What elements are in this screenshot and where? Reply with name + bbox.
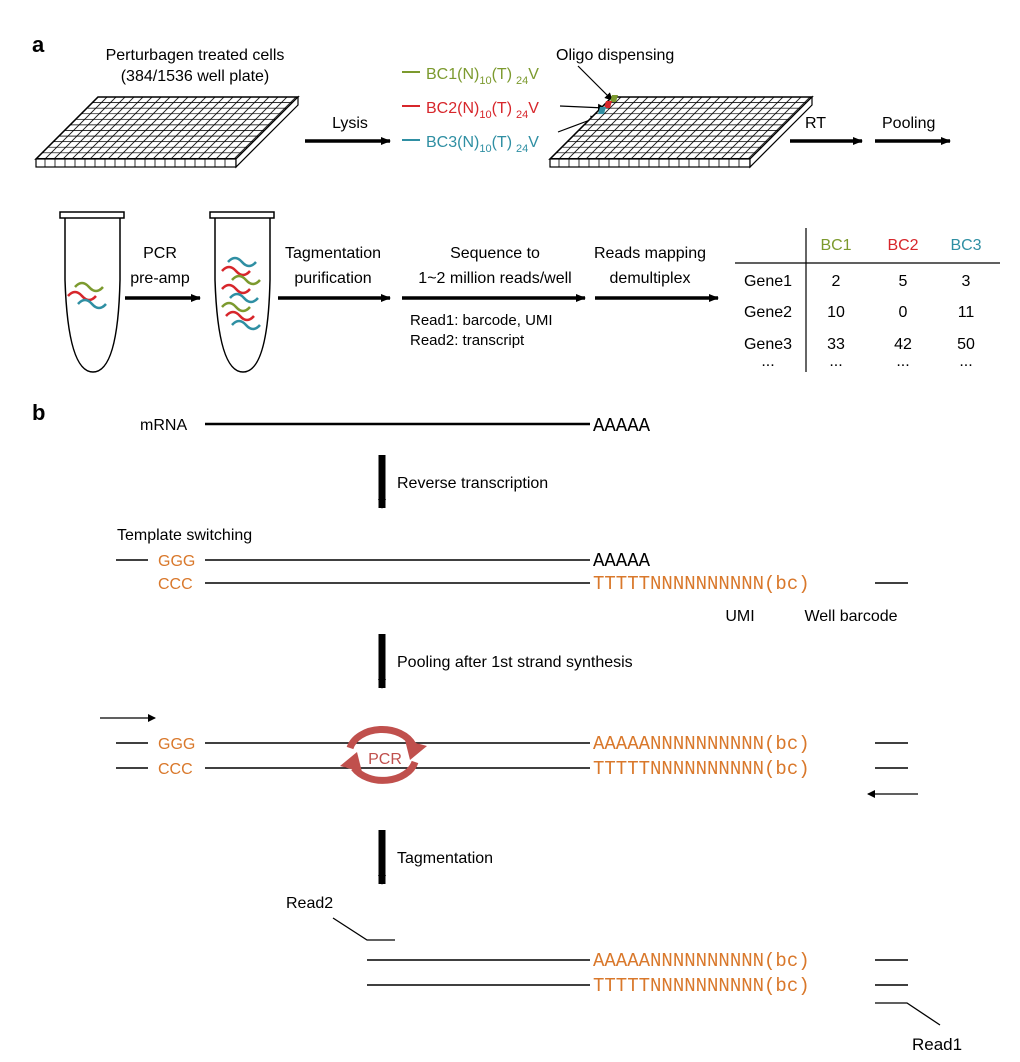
table-header-bc3: BC3 — [950, 237, 981, 254]
dispense-arrow-2 — [559, 103, 606, 112]
table-cell: 0 — [899, 304, 908, 321]
amp-top-tail: AAAAANNNNNNNNNN(bc) — [593, 733, 810, 755]
plate-title-1: Perturbagen treated cells — [106, 47, 285, 64]
amp-ggg-label: GGG — [158, 736, 195, 753]
pre-amp-label: pre-amp — [130, 270, 190, 287]
tagmentation-label: Tagmentation — [285, 245, 381, 262]
oligo-bc2: BC2(N)10(T)24V — [402, 100, 539, 121]
amp-bottom-tail: TTTTTNNNNNNNNNN(bc) — [593, 758, 810, 780]
first-strand-tail: TTTTTNNNNNNNNNN(bc) — [593, 573, 810, 595]
table-header-bc1: BC1 — [820, 237, 851, 254]
tag-top-tail: AAAAANNNNNNNNNN(bc) — [593, 950, 810, 972]
svg-text:BC2(N)10(T)24V: BC2(N)10(T)24V — [426, 100, 539, 121]
dispense-arrow-1 — [577, 65, 613, 101]
well-plate-1 — [34, 95, 300, 169]
table-cell: 42 — [894, 336, 912, 353]
read1-line — [875, 1002, 941, 1026]
ccc-label: CCC — [158, 576, 193, 593]
table-cell: 5 — [899, 273, 908, 290]
table-row-gene2-label: Gene2 — [744, 304, 792, 321]
pcr-cycle-icon — [340, 726, 427, 784]
read2-line — [332, 917, 395, 941]
tube-2 — [209, 211, 275, 373]
table-cell: 10 — [827, 304, 845, 321]
table-ellipsis: ... — [761, 353, 774, 370]
pcr-cycle-label: PCR — [368, 751, 402, 768]
table-cell: 3 — [962, 273, 971, 290]
read1-note: Read1: barcode, UMI — [410, 312, 553, 329]
sequence-label-1: Sequence to — [450, 245, 540, 262]
table-cell: 33 — [827, 336, 845, 353]
table-cell: 2 — [832, 273, 841, 290]
oligo-bc1: BC1(N)10(T)24V — [402, 66, 539, 87]
pool-step-label: Pooling after 1st strand synthesis — [397, 654, 633, 671]
svg-text:BC1(N)10(T)24V: BC1(N)10(T)24V — [426, 66, 539, 87]
table-ellipsis: ... — [829, 353, 842, 370]
panel-label-a: a — [32, 32, 45, 57]
well-plate-2 — [548, 95, 814, 169]
template-switching-label: Template switching — [117, 527, 252, 544]
ggg-label: GGG — [158, 553, 195, 570]
mrna-label: mRNA — [140, 417, 187, 434]
polya-2: AAAAA — [593, 550, 651, 572]
table-header-bc2: BC2 — [887, 237, 918, 254]
pooling-label: Pooling — [882, 115, 935, 132]
plate-title-2: (384/1536 well plate) — [121, 68, 270, 85]
read1-label: Read1 — [912, 1035, 962, 1054]
oligo-bc3: BC3(N)10(T)24V — [402, 134, 539, 155]
panel-label-b: b — [32, 400, 45, 425]
table-ellipsis: ... — [896, 353, 909, 370]
read2-note: Read2: transcript — [410, 332, 525, 349]
table-row-gene3-label: Gene3 — [744, 336, 792, 353]
tag-step-label: Tagmentation — [397, 850, 493, 867]
demultiplex-label: demultiplex — [610, 270, 691, 287]
table-ellipsis: ... — [959, 353, 972, 370]
table-cell: 11 — [958, 304, 975, 321]
rt-label: RT — [805, 115, 826, 132]
read2-label: Read2 — [286, 895, 333, 912]
rt-step-label: Reverse transcription — [397, 475, 548, 492]
amp-ccc-label: CCC — [158, 761, 193, 778]
mrna-polya: AAAAA — [593, 415, 651, 437]
oligo-dispensing-label: Oligo dispensing — [556, 47, 674, 64]
mapping-label: Reads mapping — [594, 245, 706, 262]
tag-bottom-tail: TTTTTNNNNNNNNNN(bc) — [593, 975, 810, 997]
table-cell: 50 — [957, 336, 975, 353]
oligo-bc2-name: BC2 — [426, 100, 457, 117]
purification-label: purification — [294, 270, 371, 287]
sequence-label-2: 1~2 million reads/well — [418, 270, 571, 287]
tube-1 — [59, 211, 125, 373]
table-row-gene1-label: Gene1 — [744, 273, 792, 290]
oligo-bc3-name: BC3 — [426, 134, 457, 151]
oligo-bc1-name: BC1 — [426, 66, 457, 83]
well-barcode-label: Well barcode — [804, 608, 897, 625]
umi-label: UMI — [725, 608, 754, 625]
svg-text:BC3(N)10(T)24V: BC3(N)10(T)24V — [426, 134, 539, 155]
lysis-label: Lysis — [332, 115, 368, 132]
pcr-label: PCR — [143, 245, 177, 262]
count-table: BC1 BC2 BC3 Gene1 2 5 3 Gene2 10 0 11 Ge… — [735, 228, 1000, 372]
